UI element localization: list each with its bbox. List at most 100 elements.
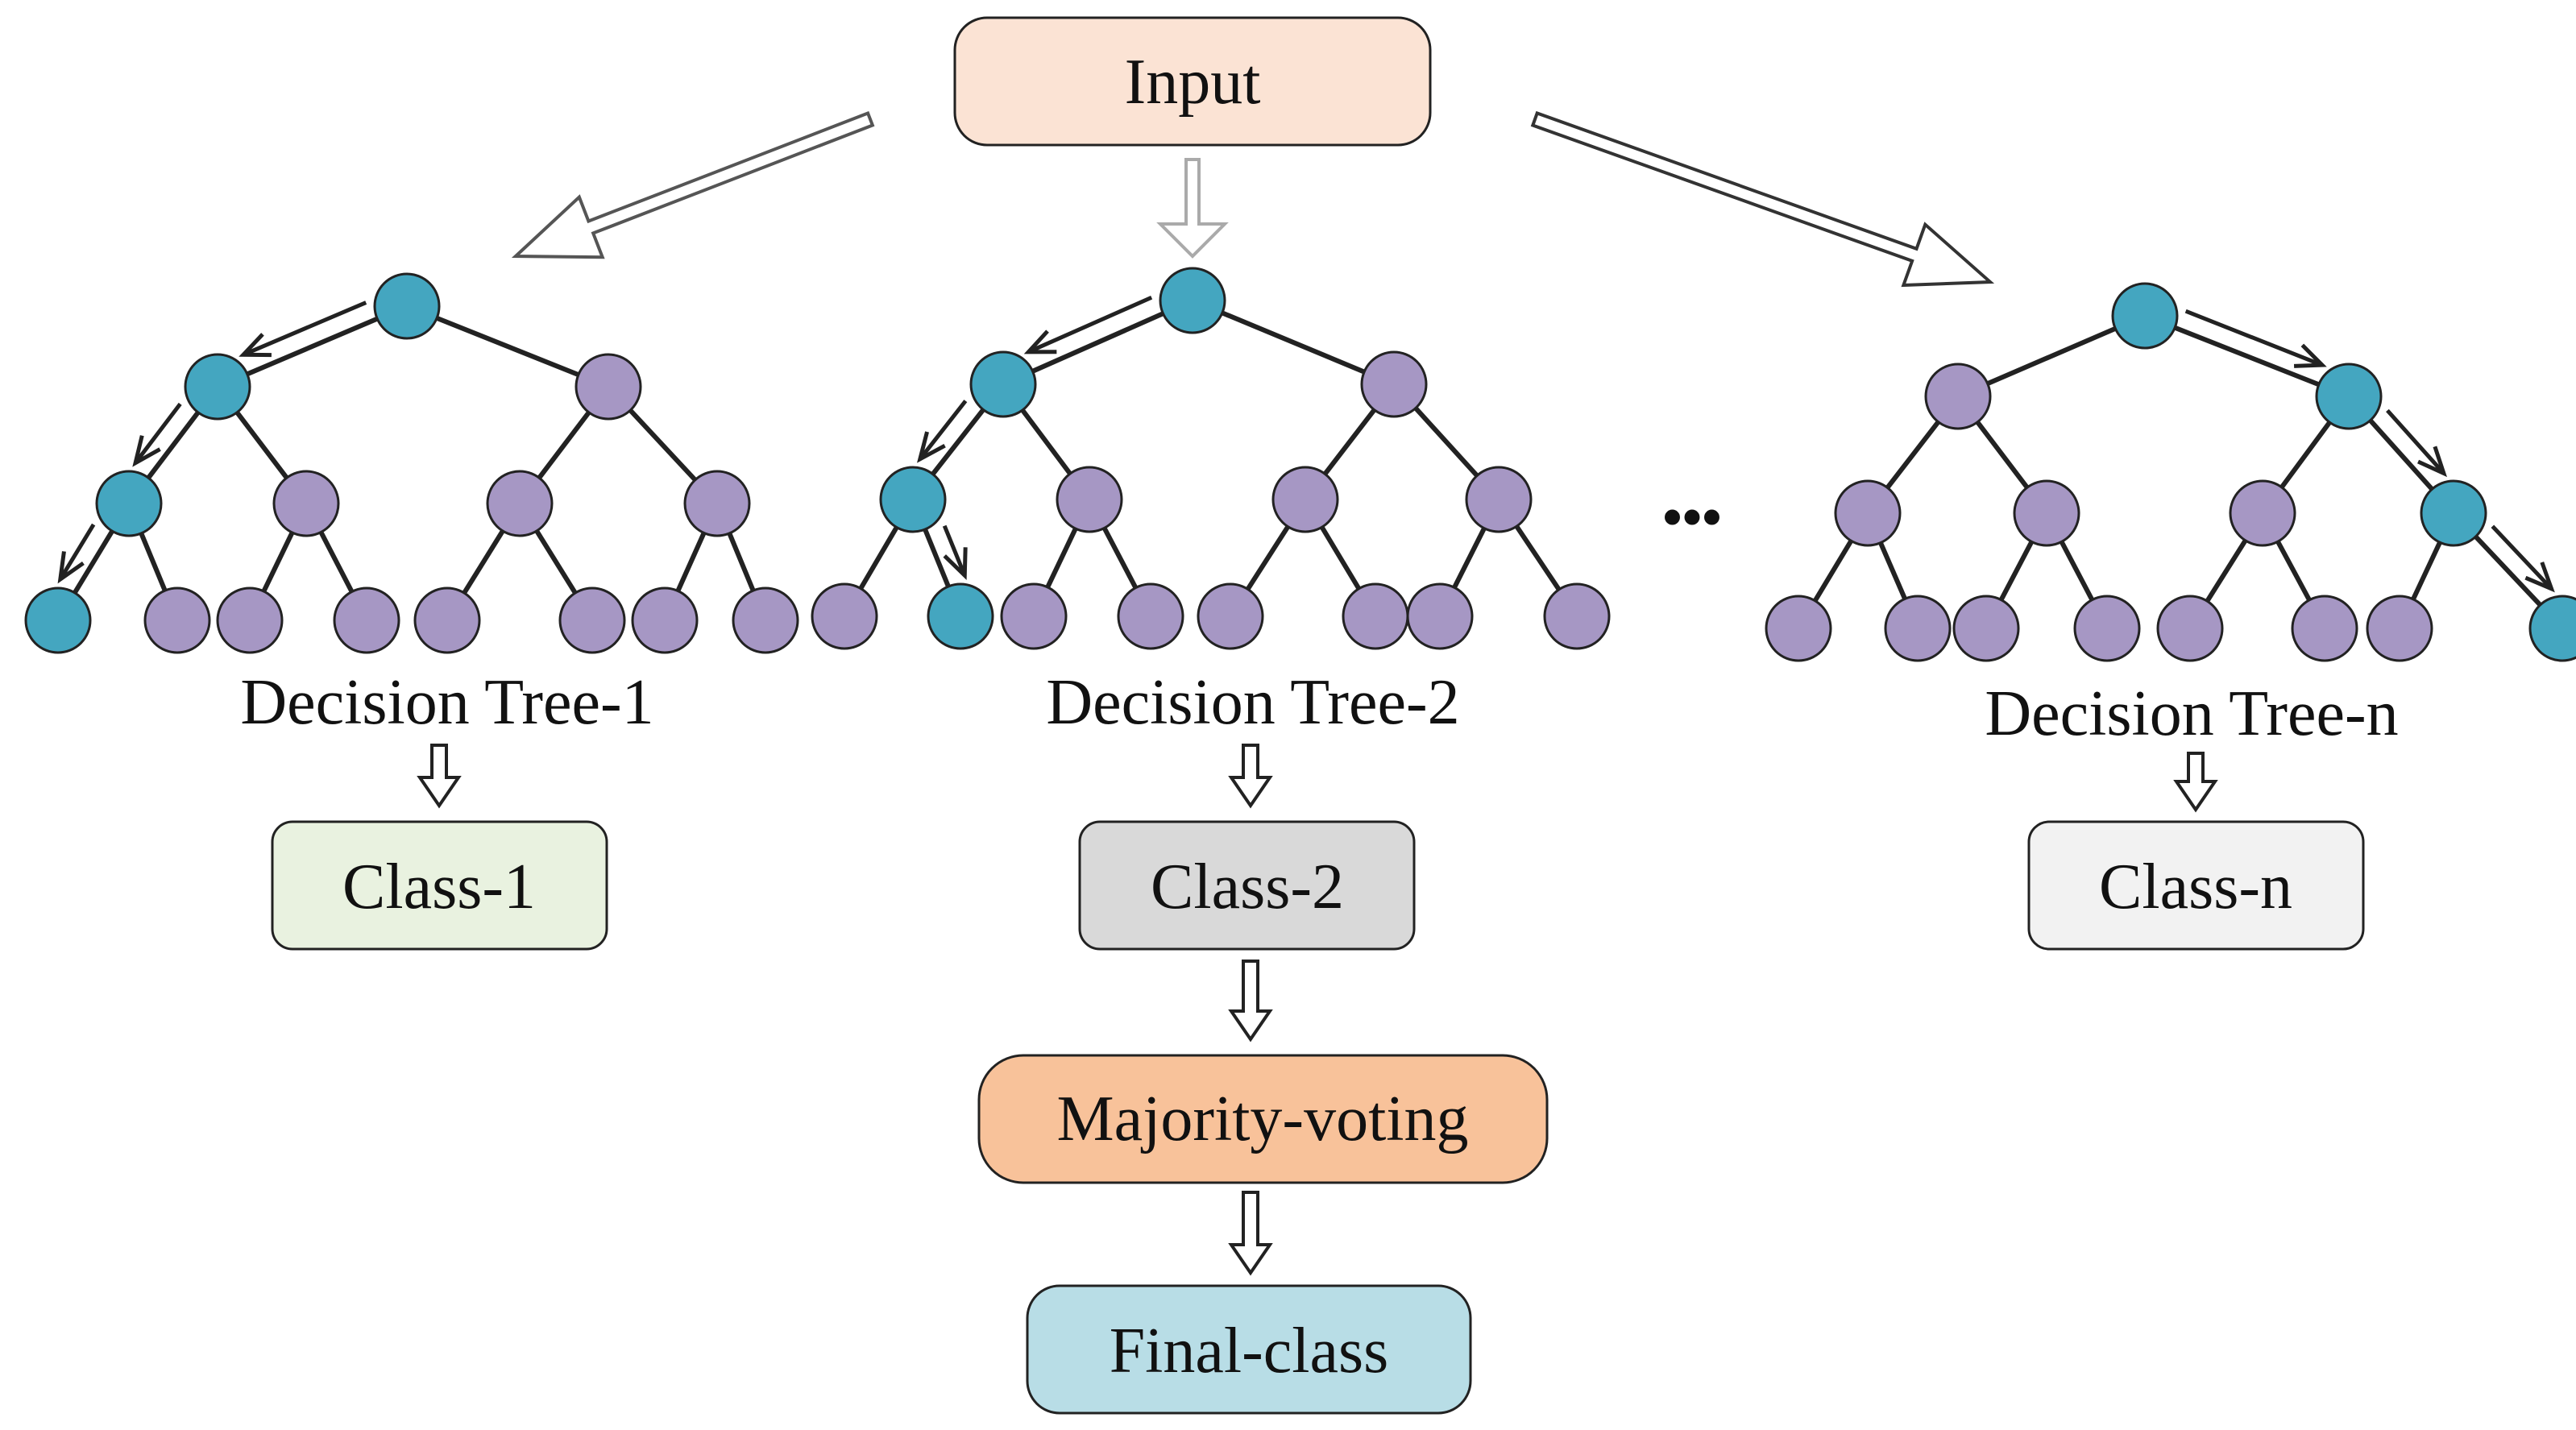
tree-edges bbox=[56, 298, 2565, 631]
majority-voting-box-shape bbox=[977, 1054, 1549, 1184]
tree-2-path-arrowhead bbox=[917, 431, 946, 463]
tree-2-node bbox=[1000, 582, 1068, 650]
input-to-tree-1-arrow bbox=[511, 110, 875, 259]
tree-2-active-node bbox=[969, 350, 1037, 418]
tree-n-path-arrowhead bbox=[2524, 562, 2555, 593]
tree-1-node bbox=[575, 353, 642, 421]
tree-2-node bbox=[1360, 350, 1428, 418]
class-n-label: Class-n bbox=[2099, 852, 2292, 922]
tree-1-node bbox=[413, 587, 481, 654]
tree-1-path-arrowhead bbox=[239, 333, 272, 358]
final-class-box: Final-class bbox=[1026, 1284, 1472, 1415]
tree-1-node bbox=[272, 470, 340, 537]
tree-2-edge bbox=[1002, 298, 1194, 387]
tree-1-to-class-1-arrow bbox=[417, 744, 462, 809]
input-to-tree-2-arrow bbox=[1156, 158, 1229, 259]
tree-2-node bbox=[811, 582, 878, 650]
class-n-box-shape bbox=[2027, 820, 2365, 951]
tree-2-node bbox=[1197, 582, 1264, 650]
tree-n-node bbox=[2366, 595, 2433, 662]
tree-1-node bbox=[216, 587, 284, 654]
tree-1-path-arrow bbox=[58, 523, 96, 581]
tree-1-node bbox=[486, 470, 554, 537]
tree-1-node bbox=[333, 587, 400, 654]
tree-n-active-node bbox=[2420, 479, 2487, 547]
class-1-box: Class-1 bbox=[271, 820, 608, 951]
class-2-box-shape bbox=[1078, 820, 1416, 951]
tree-n-node bbox=[1884, 595, 1952, 662]
final-class-box-shape bbox=[1026, 1284, 1472, 1415]
tree-2-path-arrow bbox=[1027, 295, 1153, 354]
tree-2-path-arrow bbox=[942, 524, 967, 577]
tree-2-active-node bbox=[1159, 267, 1226, 334]
tree-1-edge bbox=[216, 304, 409, 389]
tree-2-edge bbox=[1191, 298, 1396, 387]
tree-n-edge bbox=[2143, 313, 2350, 399]
tree-1-node bbox=[558, 587, 626, 654]
tree-1-active-node bbox=[373, 272, 441, 340]
tree-1-active-node bbox=[95, 470, 163, 537]
tree-1-label: Decision Tree-1 bbox=[240, 667, 653, 738]
class-2-box: Class-2 bbox=[1078, 820, 1416, 951]
tree-2-active-node bbox=[927, 582, 994, 650]
class-2-to-majority-arrow bbox=[1228, 960, 1273, 1042]
tree-n-node bbox=[1834, 479, 1902, 547]
tree-n-node bbox=[1924, 363, 1992, 430]
tree-n-node bbox=[2291, 595, 2358, 662]
tree-1-node bbox=[143, 587, 211, 654]
final-class-label: Final-class bbox=[1110, 1316, 1389, 1386]
tree-n-path-arrow bbox=[2184, 309, 2323, 367]
flow-arrows bbox=[57, 110, 2555, 1276]
tree-n-edge bbox=[1956, 313, 2147, 399]
tree-2-node bbox=[1406, 582, 1474, 650]
class-1-box-shape bbox=[271, 820, 608, 951]
tree-n-node bbox=[2229, 479, 2296, 547]
tree-1-path-arrowhead bbox=[132, 435, 161, 467]
input-box-shape bbox=[953, 16, 1432, 147]
input-label: Input bbox=[1125, 47, 1261, 118]
tree-1-node bbox=[683, 470, 751, 537]
tree-n-node bbox=[1765, 595, 1832, 662]
input-box: Input bbox=[953, 16, 1432, 147]
tree-2-node bbox=[1342, 582, 1409, 650]
tree-2-to-class-2-arrow bbox=[1228, 744, 1273, 809]
tree-1-node bbox=[631, 587, 699, 654]
tree-1-path-arrowhead bbox=[57, 551, 85, 584]
tree-n-active-node bbox=[2528, 595, 2576, 662]
tree-1-active-node bbox=[184, 353, 251, 421]
majority-voting-box: Majority-voting bbox=[977, 1054, 1549, 1184]
majority-voting-label: Majority-voting bbox=[1056, 1084, 1468, 1154]
ellipsis: ••• bbox=[1662, 487, 1722, 549]
class-n-box: Class-n bbox=[2027, 820, 2365, 951]
majority-to-final-arrow bbox=[1228, 1191, 1273, 1276]
tree-n-active-node bbox=[2315, 363, 2383, 430]
tree-2-node bbox=[1117, 582, 1184, 650]
tree-n-label: Decision Tree-n bbox=[1985, 678, 2398, 749]
tree-1-edge bbox=[405, 304, 610, 389]
tree-n-node bbox=[2013, 479, 2080, 547]
class-1-label: Class-1 bbox=[342, 852, 536, 922]
tree-2-path-arrow bbox=[918, 400, 968, 461]
tree-1-node bbox=[732, 587, 799, 654]
tree-2-node bbox=[1543, 582, 1611, 650]
tree-2-node bbox=[1056, 466, 1123, 533]
tree-2-node bbox=[1271, 466, 1339, 533]
tree-2-label: Decision Tree-2 bbox=[1046, 667, 1459, 738]
class-2-label: Class-2 bbox=[1151, 852, 1344, 922]
tree-n-active-node bbox=[2111, 282, 2179, 350]
tree-n-node bbox=[1952, 595, 2020, 662]
input-to-tree-n-arrow bbox=[1530, 110, 1995, 288]
tree-2-node bbox=[1465, 466, 1533, 533]
tree-2-path-arrowhead bbox=[1023, 330, 1057, 354]
tree-2-path-arrowhead bbox=[943, 547, 968, 581]
tree-nodes bbox=[24, 267, 2576, 662]
tree-n-path-arrow bbox=[2491, 524, 2553, 591]
tree-1-active-node bbox=[24, 587, 92, 654]
tree-1-path-arrow bbox=[243, 301, 367, 357]
tree-2-active-node bbox=[879, 466, 947, 533]
tree-1-path-arrow bbox=[134, 402, 182, 465]
tree-n-to-class-n-arrow bbox=[2173, 752, 2218, 813]
tree-n-path-arrowhead bbox=[2417, 446, 2447, 478]
tree-n-node bbox=[2156, 595, 2224, 662]
